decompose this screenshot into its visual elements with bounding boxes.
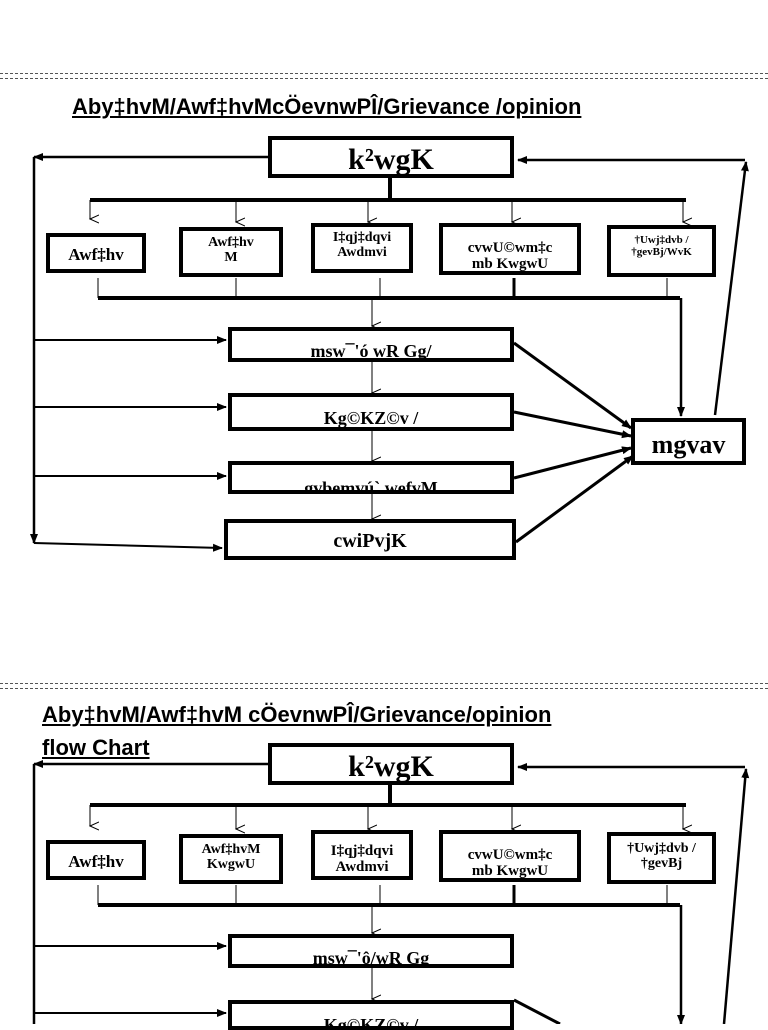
diagram2-category-4: cvwU©wm‡c mb KwgwU (439, 830, 581, 882)
diagram1-category-4: cvwU©wm‡c mb KwgwU (439, 223, 581, 275)
diagram1-category-3: I‡qj‡dqvi Awdmvi (311, 223, 413, 273)
diagram1-result-box: mgvav (631, 418, 746, 465)
diagram2-category-2: Awf‡hvM KwgwU (179, 834, 283, 884)
diagram2-step-1: msw¯'ô/wR Gg (228, 934, 514, 968)
diagram1-title: Aby‡hvM/Awf‡hvMcÖevnwPÎ/Grievance /opini… (72, 94, 582, 119)
diagram1-step-4: cwiPvjK (224, 519, 516, 560)
diagram2-category-1: Awf‡hv (46, 840, 146, 880)
diagram1-connectors (30, 153, 749, 552)
diagram1-category-1: Awf‡hv (46, 233, 146, 273)
diagram2-category-5: †Uwj‡dvb / †gevBj (607, 832, 716, 884)
diagram2-title: Aby‡hvM/Awf‡hvM cÖevnwPÎ/Grievance/opini… (42, 702, 552, 727)
diagram1-category-2: Awf‡hv M (179, 227, 283, 277)
diagram1-step-2: Kg©KZ©v / (228, 393, 514, 431)
diagram2-category-3: I‡qj‡dqvi Awdmvi (311, 830, 413, 880)
diagram1-step-3: gvbemvú` wefvM (228, 461, 514, 494)
diagram1-step-1: msw¯'ó wR Gg/ (228, 327, 514, 362)
diagram1-top-box: k²wgK (268, 136, 514, 178)
diagram2-top-box: k²wgK (268, 743, 514, 785)
diagram2-step-2: Kg©KZ©v / (228, 1000, 514, 1030)
separator-top (0, 73, 768, 79)
diagram1-category-5: †Uwj‡dvb / †gevBj/WvK (607, 225, 716, 277)
separator-middle (0, 683, 768, 689)
diagram2-subtitle: flow Chart (42, 735, 150, 760)
